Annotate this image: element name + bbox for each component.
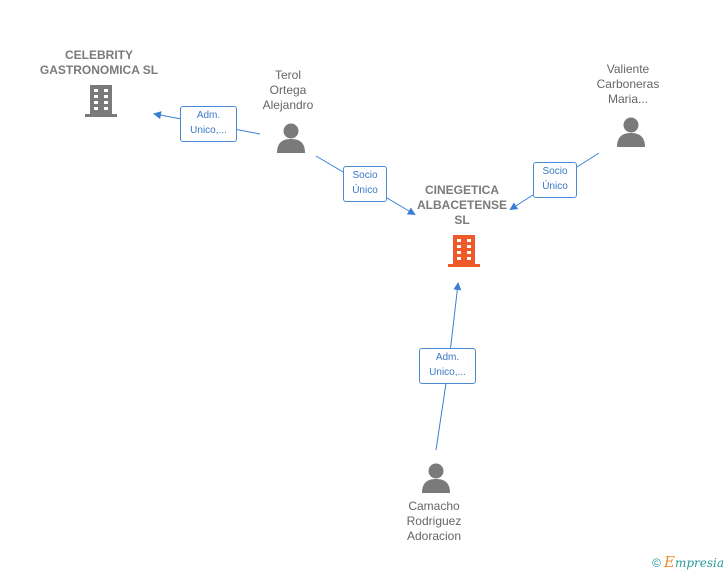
node-celebrity-gastronomica[interactable]: CELEBRITY GASTRONOMICA SL bbox=[30, 48, 168, 78]
person-icon bbox=[422, 463, 450, 493]
copyright-icon: © bbox=[652, 556, 661, 570]
edge-label-terol-cinegetica[interactable]: Socio Único bbox=[343, 166, 387, 202]
person-icon bbox=[617, 117, 645, 147]
edge-label-line-1: Socio bbox=[542, 166, 568, 177]
person-name-line-2: Ortega bbox=[269, 83, 307, 97]
building-icon bbox=[448, 235, 480, 267]
edge-label-terol-celebrity[interactable]: Adm. Unico,... bbox=[180, 106, 237, 142]
node-terol-ortega-alejandro[interactable]: Terol Ortega Alejandro bbox=[244, 68, 332, 113]
person-name-line-3: Adoracion bbox=[406, 529, 462, 543]
person-name: Camacho Rodriguez Adoracion bbox=[389, 499, 479, 544]
company-name: CELEBRITY GASTRONOMICA SL bbox=[30, 48, 168, 78]
person-name: Terol Ortega Alejandro bbox=[244, 68, 332, 113]
node-valiente-carboneras-maria[interactable]: Valiente Carboneras Maria... bbox=[584, 62, 672, 107]
company-name-line-2: ALBACETENSE bbox=[416, 198, 507, 212]
company-name-line-1: CINEGETICA bbox=[424, 183, 499, 197]
edge-label-line-2: Unico,... bbox=[190, 125, 227, 136]
edge-label-line-2: Único bbox=[352, 185, 378, 196]
company-name-line-1: CELEBRITY bbox=[64, 48, 133, 62]
edge-label-line-2: Único bbox=[542, 181, 568, 192]
person-name-line-1: Terol bbox=[274, 68, 301, 82]
brand-initial: E bbox=[663, 553, 675, 571]
building-icon bbox=[85, 85, 117, 117]
company-name: CINEGETICA ALBACETENSE SL bbox=[404, 183, 520, 228]
edge-label-camacho-cinegetica[interactable]: Adm. Unico,... bbox=[419, 348, 476, 384]
person-name: Valiente Carboneras Maria... bbox=[584, 62, 672, 107]
company-name-line-3: SL bbox=[454, 213, 470, 227]
company-name-line-2: GASTRONOMICA SL bbox=[39, 63, 159, 77]
edge-label-line-2: Unico,... bbox=[429, 367, 466, 378]
edge-label-line-1: Adm. bbox=[435, 352, 460, 363]
person-name-line-2: Carboneras bbox=[596, 77, 660, 91]
person-name-line-3: Alejandro bbox=[262, 98, 314, 112]
person-icon bbox=[277, 123, 305, 153]
empresia-brand[interactable]: ©Empresia bbox=[652, 553, 724, 571]
brand-name: mpresia bbox=[674, 556, 724, 570]
person-name-line-2: Rodriguez bbox=[406, 514, 462, 528]
edge-label-line-1: Socio bbox=[352, 170, 378, 181]
person-name-line-1: Camacho bbox=[408, 499, 460, 513]
node-cinegetica-albacetense[interactable]: CINEGETICA ALBACETENSE SL bbox=[404, 183, 520, 228]
edge-label-valiente-cinegetica[interactable]: Socio Único bbox=[533, 162, 577, 198]
person-name-line-3: Maria... bbox=[607, 92, 648, 106]
node-camacho-rodriguez-adoracion[interactable]: Camacho Rodriguez Adoracion bbox=[389, 499, 479, 544]
edge-label-line-1: Adm. bbox=[196, 110, 221, 121]
person-name-line-1: Valiente bbox=[606, 62, 650, 76]
